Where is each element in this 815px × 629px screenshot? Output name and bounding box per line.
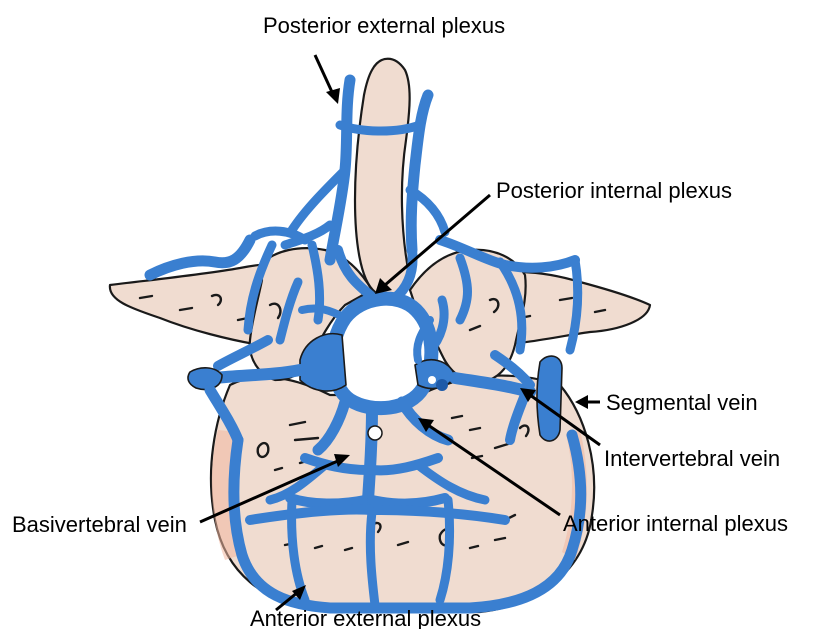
label-segmental-vein: Segmental vein: [606, 390, 758, 415]
label-posterior-external-plexus: Posterior external plexus: [263, 13, 505, 38]
label-posterior-internal-plexus: Posterior internal plexus: [496, 178, 732, 203]
spinous-process: [355, 59, 410, 296]
label-anterior-internal-plexus: Anterior internal plexus: [563, 511, 788, 536]
label-basivertebral-vein: Basivertebral vein: [12, 512, 187, 537]
label-anterior-external-plexus: Anterior external plexus: [250, 606, 481, 629]
label-intervertebral-vein: Intervertebral vein: [604, 446, 780, 471]
